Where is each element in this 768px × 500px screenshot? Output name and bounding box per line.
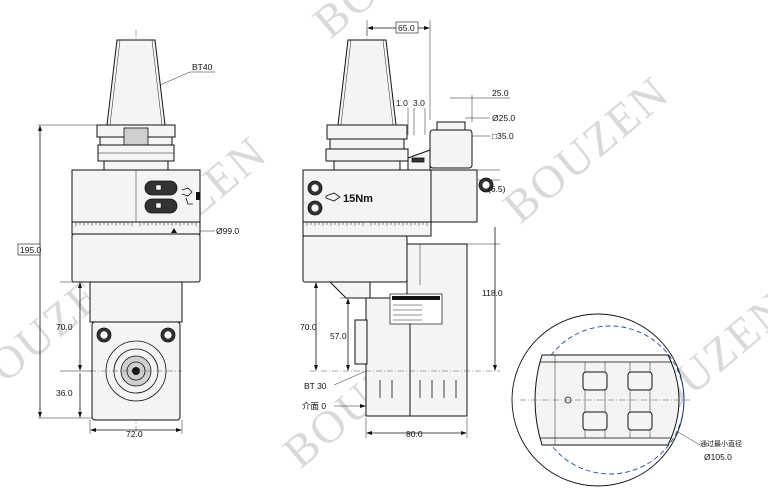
dim-dia-25: Ø25.0 — [492, 113, 515, 123]
label-min-dia-cn: 通过最小直径 — [700, 439, 742, 448]
dim-25: 25.0 — [492, 88, 509, 98]
dim-dia-99: Ø99.0 — [216, 226, 239, 236]
left-scale-ring — [71, 221, 201, 235]
left-view: BT40 195.0 70.0 36.0 72.0 Ø99.0 — [17, 30, 239, 439]
left-head-upper — [89, 281, 183, 323]
left-key-slots — [144, 180, 200, 214]
watermark-2: BOUZEN — [494, 66, 679, 233]
dim-1: 1.0 — [396, 98, 408, 108]
mid-side-module — [429, 129, 473, 169]
mid-right-head — [406, 243, 468, 417]
dim-118: 118.0 — [482, 288, 503, 298]
dim-70-mid: 70.0 — [300, 322, 317, 332]
dim-80: 80.0 — [406, 429, 423, 439]
dim-sq-35: □35.0 — [492, 131, 514, 141]
mid-grooves — [379, 380, 457, 398]
dim-57: 57.0 — [330, 331, 347, 341]
dim-dia-105: Ø105.0 — [704, 452, 732, 462]
label-face0: 介面 0 — [302, 401, 326, 411]
mid-taper — [337, 39, 397, 126]
dim-3: 3.0 — [413, 98, 425, 108]
dim-72: 72.0 — [126, 429, 143, 439]
dim-195: 195.0 — [20, 245, 42, 255]
mid-main-body — [302, 169, 432, 223]
dim-70-left: 70.0 — [56, 322, 73, 332]
middle-view: 15Nm — [300, 20, 515, 439]
torque-wrench-icon — [325, 192, 341, 202]
dim-36: 36.0 — [56, 388, 73, 398]
label-bt40: BT40 — [192, 62, 213, 72]
torque-label: 15Nm — [343, 193, 373, 205]
label-bt30: BT 30 — [304, 381, 327, 391]
dim-65: 65.0 — [398, 23, 415, 33]
mid-scale-ticks — [306, 222, 428, 226]
wrench-icon — [181, 187, 193, 205]
left-scale-ticks — [75, 222, 197, 226]
left-taper — [106, 39, 166, 126]
detail-view: 通过最小直径 Ø105.0 — [511, 313, 742, 487]
dim-6-5: (6.5) — [488, 184, 506, 194]
